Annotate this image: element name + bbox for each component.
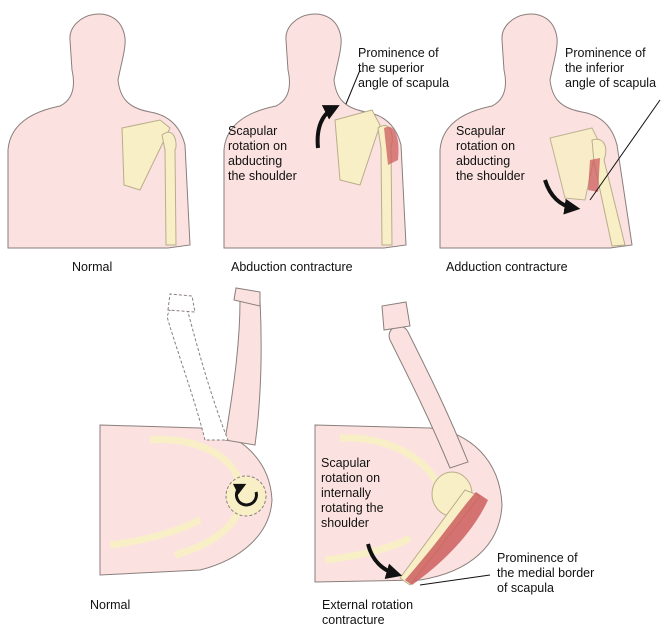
caption-bottom-external: External rotation contracture (322, 598, 414, 627)
rotation-note-bottom-external: Scapular rotation on internally rotating… (321, 456, 384, 530)
callout-leader-line (419, 574, 491, 586)
caption-bottom-normal: Normal (90, 598, 131, 612)
torso-figure-normal (7, 13, 191, 249)
rotation-note-top-abduction: Scapular rotation on abducting the shoul… (228, 124, 297, 183)
scapula-normal (121, 119, 177, 246)
rotation-arrow-icon (366, 543, 403, 580)
top-view-figure-external (314, 301, 503, 586)
caption-top-adduction: Adduction contracture (446, 260, 568, 274)
top-view-figure-normal (99, 287, 273, 576)
rotation-arrow-icon (315, 105, 340, 149)
callout-inferior-angle: Prominence of the inferior angle of scap… (565, 46, 657, 90)
callout-medial-border: Prominence of the medial border of scapu… (497, 551, 595, 595)
circular-arrow-icon (232, 483, 258, 507)
rotation-note-top-adduction: Scapular rotation on abducting the shoul… (456, 124, 525, 183)
rotation-arrow-icon (543, 179, 581, 215)
caption-top-normal: Normal (72, 260, 113, 274)
callout-leader-line (589, 99, 661, 201)
callout-leader-line (345, 69, 361, 105)
scapula-abduction (334, 109, 399, 246)
scapula-adduction (549, 127, 626, 247)
caption-top-abduction: Abduction contracture (231, 260, 353, 274)
callout-superior-angle: Prominence of the superior angle of scap… (358, 46, 450, 90)
